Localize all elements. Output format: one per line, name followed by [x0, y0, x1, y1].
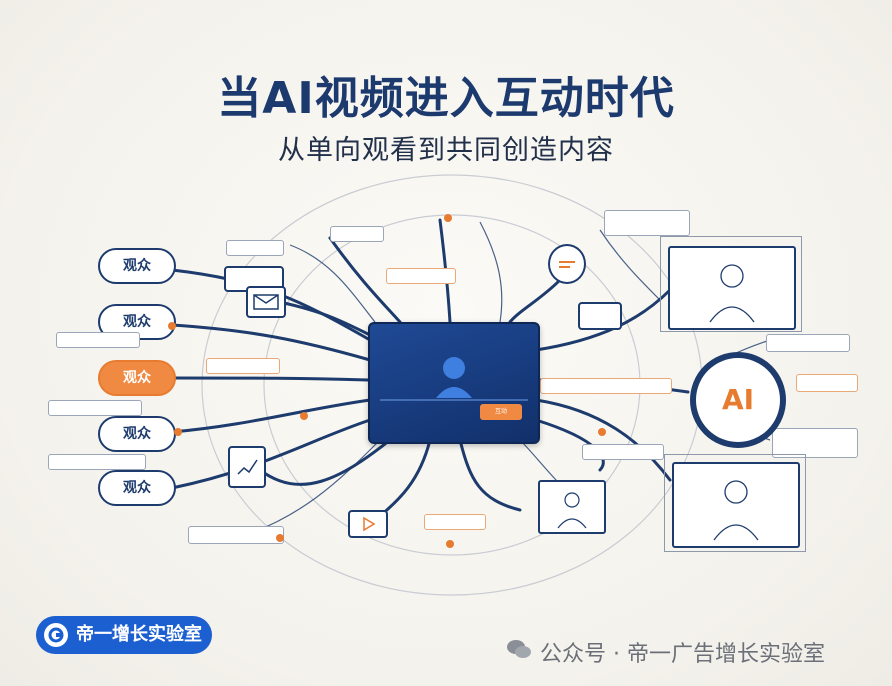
feedback-tag — [330, 226, 384, 242]
ai-label: AI — [721, 383, 755, 416]
wechat-icon — [507, 640, 531, 658]
feedback-tag — [48, 454, 146, 470]
mail-icon — [246, 286, 286, 318]
node-dot — [300, 412, 308, 420]
chart-icon — [228, 446, 266, 488]
feedback-tag — [226, 240, 284, 256]
feedback-tag — [766, 334, 850, 352]
feedback-tag — [540, 378, 672, 394]
node-dot — [168, 322, 176, 330]
brand-name: 帝一增长实验室 — [76, 624, 202, 645]
feedback-tag — [56, 332, 140, 348]
creator-monitor-bottom — [672, 462, 800, 548]
monitor-frame — [664, 454, 806, 552]
node-dot — [446, 540, 454, 548]
comment-card — [578, 302, 622, 330]
node-dot — [444, 214, 452, 222]
brand-logo-icon — [44, 623, 68, 647]
feedback-tag — [772, 428, 858, 458]
feedback-tag — [604, 210, 690, 236]
creator-monitor-small — [538, 480, 606, 534]
page-title: 当AI视频进入互动时代 — [217, 73, 675, 124]
feedback-tag — [48, 400, 142, 416]
node-dot — [276, 534, 284, 542]
feedback-tag — [188, 526, 284, 544]
audience-bubble-active: 观众 — [98, 360, 176, 396]
central-video-screen — [368, 322, 540, 444]
chat-icon — [548, 244, 586, 284]
feedback-tag — [582, 444, 664, 460]
feedback-tag — [386, 268, 456, 284]
feedback-tag — [424, 514, 486, 530]
viewer-silhouette-icon — [380, 357, 528, 401]
creator-monitor-top — [668, 246, 796, 330]
monitor-frame — [660, 236, 802, 332]
page-subtitle: 从单向观看到共同创造内容 — [278, 135, 614, 166]
node-dot — [598, 428, 606, 436]
audience-bubble-4: 观众 — [98, 416, 176, 452]
audience-bubble-1: 观众 — [98, 248, 176, 284]
watermark-text: 公众号 · 帝一广告增长实验室 — [540, 642, 825, 667]
audience-bubble-5: 观众 — [98, 470, 176, 506]
node-dot — [174, 428, 182, 436]
interaction-button: 互动 — [480, 404, 522, 420]
feedback-tag — [796, 374, 858, 392]
feedback-tag — [206, 358, 280, 374]
ai-ring — [690, 352, 786, 448]
play-icon — [348, 510, 388, 538]
